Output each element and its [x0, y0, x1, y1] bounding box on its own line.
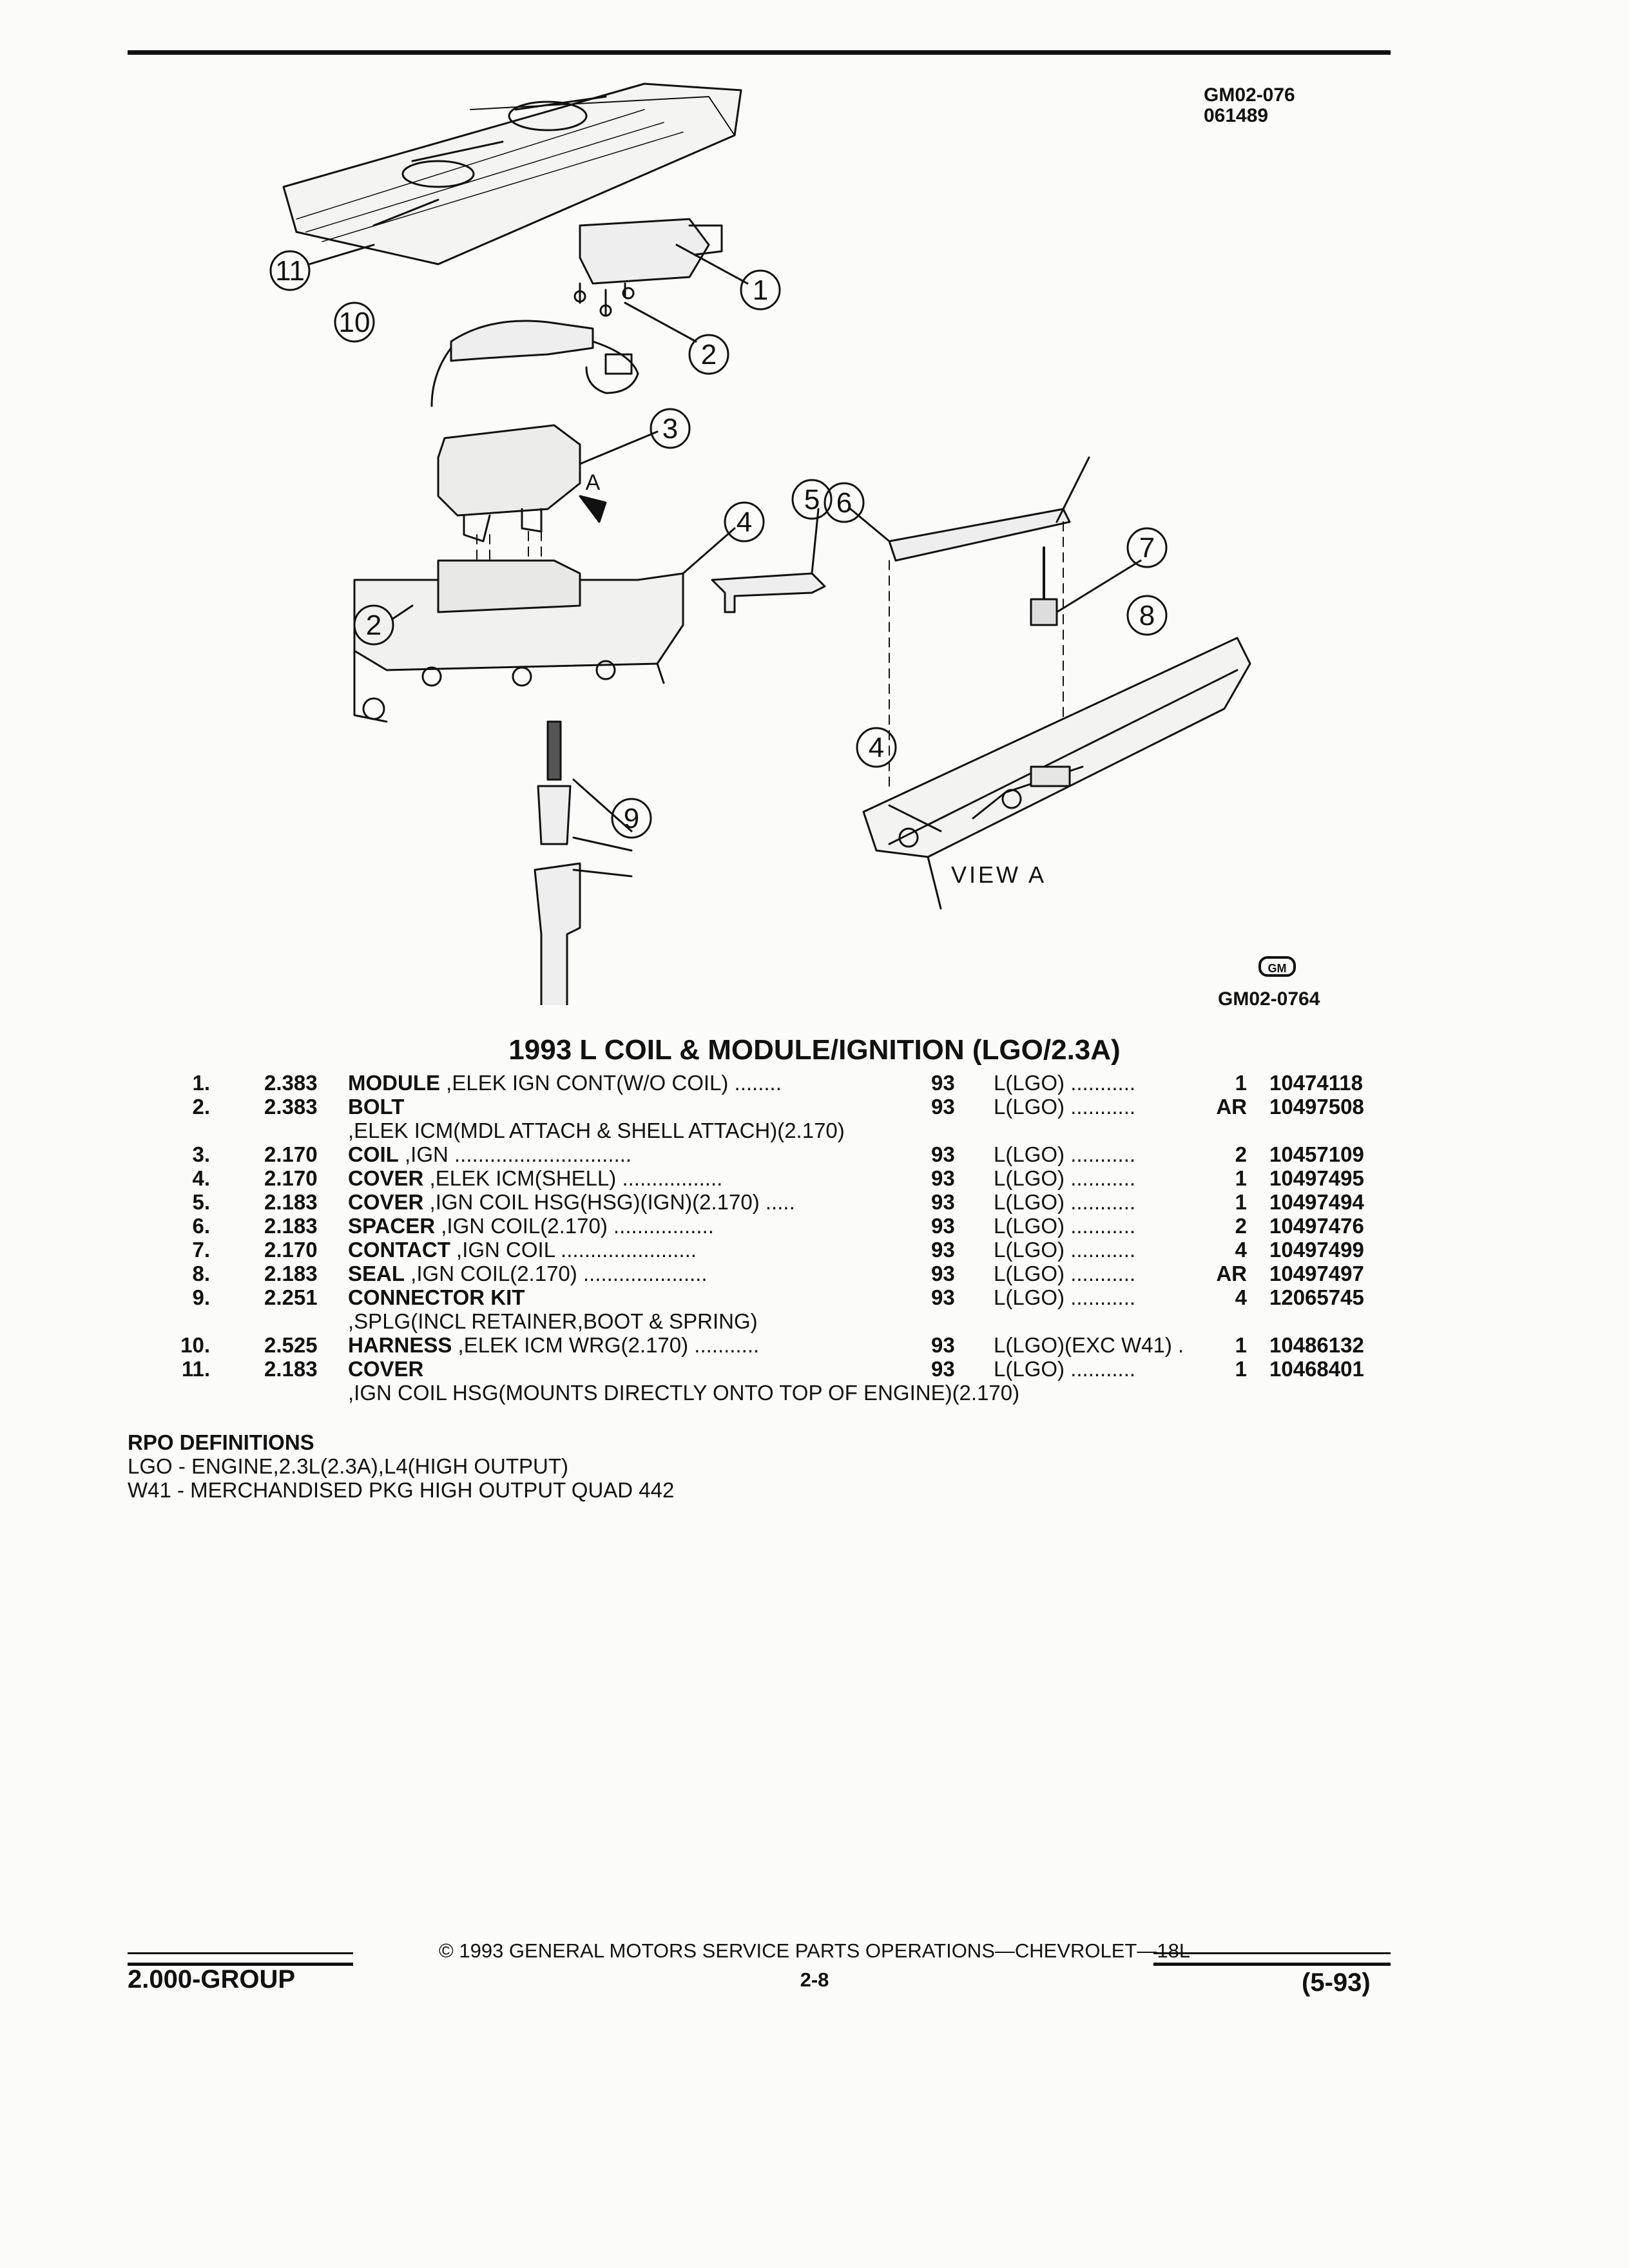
footer-rule-bottom-right	[1153, 1963, 1391, 1966]
callout-4b: 4	[869, 732, 884, 764]
footer-rule-bottom-left	[128, 1963, 353, 1966]
rpo-line: LGO - ENGINE,2.3L(2.3A),L4(HIGH OUTPUT)	[128, 1454, 568, 1478]
gm-logo-text: GM	[1268, 962, 1287, 975]
view-a-label: VIEW A	[951, 861, 1046, 888]
arrow-label-a: A	[586, 470, 601, 495]
table-row: 2. 2.383 BOLT ,ELEK ICM(MDL ATTACH & SHE…	[192, 1095, 1364, 1142]
footer-date: (5-93)	[1302, 1968, 1371, 1997]
table-row: 4. 2.170 COVER ,ELEK ICM(SHELL) ........…	[192, 1166, 1364, 1190]
rpo-definitions: RPO DEFINITIONS LGO - ENGINE,2.3L(2.3A),…	[128, 1430, 674, 1502]
callout-7: 7	[1139, 532, 1155, 564]
callout-3: 3	[662, 413, 678, 445]
rpo-line: W41 - MERCHANDISED PKG HIGH OUTPUT QUAD …	[128, 1478, 675, 1502]
table-row: 6. 2.183 SPACER ,IGN COIL(2.170) .......…	[192, 1214, 1364, 1238]
gm-logo-icon: GM	[1258, 956, 1296, 977]
table-row: 1. 2.383 MODULE ,ELEK IGN CONT(W/O COIL)…	[192, 1071, 1364, 1095]
coil-housing-cover	[711, 572, 826, 613]
callout-5: 5	[804, 484, 820, 515]
header-code-1: GM02-076	[1204, 84, 1295, 106]
figure-code: GM02-0764	[1218, 988, 1320, 1010]
table-row: 7. 2.170 CONTACT ,IGN COIL .............…	[192, 1238, 1364, 1262]
footer-rule-left	[128, 1952, 353, 1954]
page-number: 2-8	[800, 1968, 829, 1991]
callout-11: 11	[275, 255, 305, 287]
footer-copyright: © 1993 GENERAL MOTORS SERVICE PARTS OPER…	[438, 1939, 1191, 1962]
ignition-harness	[450, 320, 594, 362]
callout-1: 1	[753, 274, 768, 306]
exploded-diagram: 11 1 2 3 4 5 2 6 7 8 9 10 4 A VIEW A	[269, 82, 1251, 1005]
callout-10: 10	[339, 307, 371, 338]
callout-6: 6	[836, 487, 852, 519]
icm-cover	[353, 572, 684, 671]
table-row: 5. 2.183 COVER ,IGN COIL HSG(HSG)(IGN)(2…	[192, 1190, 1364, 1214]
table-row: 8. 2.183 SEAL ,IGN COIL(2.170) .........…	[192, 1262, 1364, 1285]
view-a-spacer	[888, 508, 1071, 562]
view-a-housing	[862, 637, 1251, 858]
footer-rule-right	[1153, 1952, 1391, 1954]
table-row: 10. 2.525 HARNESS ,ELEK ICM WRG(2.170) .…	[180, 1333, 1364, 1357]
section-title: 1993 L COIL & MODULE/IGNITION (LGO/2.3A)	[508, 1034, 1121, 1066]
callout-4: 4	[737, 506, 752, 538]
parts-table: 1. 2.383 MODULE ,ELEK IGN CONT(W/O COIL)…	[0, 1071, 1629, 1405]
table-row: 9. 2.251 CONNECTOR KIT ,SPLG(INCL RETAIN…	[192, 1285, 1364, 1333]
spark-plug-connector	[546, 720, 562, 781]
callout-8: 8	[1139, 600, 1155, 631]
table-row: 11. 2.183 COVER ,IGN COIL HSG(MOUNTS DIR…	[181, 1357, 1364, 1405]
callout-9: 9	[624, 803, 639, 834]
footer-group: 2.000-GROUP	[128, 1965, 296, 1994]
header-code: GM02-076 061489	[1204, 85, 1295, 126]
ignition-coil-assembly	[437, 424, 581, 517]
top-rule	[128, 50, 1391, 55]
table-row: 3. 2.170 COIL ,IGN .....................…	[192, 1142, 1364, 1166]
rpo-title: RPO DEFINITIONS	[128, 1430, 314, 1454]
ignition-module	[579, 218, 710, 285]
callout-2: 2	[701, 339, 717, 370]
callout-2b: 2	[366, 610, 381, 641]
header-code-2: 061489	[1204, 105, 1269, 126]
